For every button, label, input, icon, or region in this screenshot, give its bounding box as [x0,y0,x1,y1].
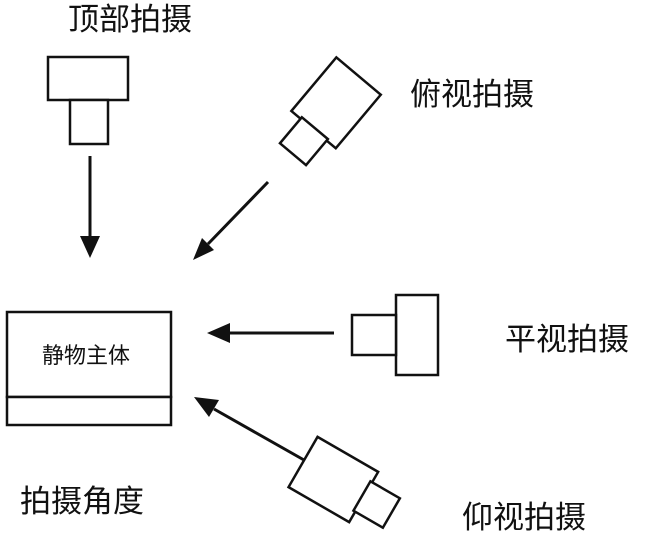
subject-box [5,310,173,399]
subject-label: 静物主体 [42,344,130,369]
arrow-icon-top [80,156,100,258]
camera-icon-high [278,55,383,167]
camera-icon-low [286,435,402,530]
label-eye-level-shot: 平视拍摄 [505,322,629,358]
camera-icon-eye-level [350,293,440,377]
label-high-angle-shot: 俯视拍摄 [410,77,534,113]
subject-base [5,395,173,427]
arrow-icon-high [193,180,270,260]
label-top-shot: 顶部拍摄 [68,2,192,38]
camera-icon-top [46,55,130,146]
arrow-icon-eye-level [207,323,334,343]
diagram-caption: 拍摄角度 [20,484,144,520]
arrow-icon-low [194,397,305,462]
label-low-angle-shot: 仰视拍摄 [462,500,586,536]
still-life-subject [5,310,173,427]
